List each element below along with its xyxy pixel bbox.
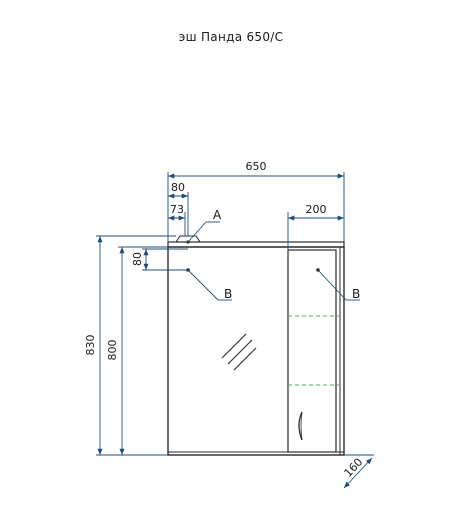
- lamp-shape: [174, 235, 202, 243]
- dim-text-650: 650: [246, 160, 267, 173]
- callout-leader-a: [187, 221, 207, 243]
- cabinet-outline: [167, 235, 345, 456]
- dim-text-200: 200: [306, 203, 327, 216]
- door-handle-inner: [300, 411, 303, 441]
- callout-label-b-left: В: [224, 287, 232, 301]
- cabinet-body: [167, 246, 345, 456]
- dim-line-160: [343, 457, 373, 489]
- dim-text-830: 830: [84, 335, 97, 356]
- dim-text-800: 800: [106, 340, 119, 361]
- dim-text-160: 160: [342, 456, 366, 480]
- top-cornice: [167, 241, 345, 248]
- door-handle: [298, 411, 303, 441]
- mirror-reflection-icon: [221, 333, 257, 371]
- dim-text-80-vertical: 80: [131, 252, 144, 266]
- dim-text-73: 73: [170, 203, 184, 216]
- cabinet-door: [287, 249, 337, 453]
- callout-label-b-right: В: [352, 287, 360, 301]
- shelves: [288, 315, 340, 386]
- page-title: эш Панда 650/С: [178, 30, 284, 44]
- dimension-lines: [96, 172, 374, 489]
- callout-leader-b-left: [187, 269, 219, 301]
- callout-leader-b-right: [317, 269, 347, 301]
- dim-text-80-top: 80: [171, 181, 185, 194]
- callout-label-a: А: [213, 208, 222, 222]
